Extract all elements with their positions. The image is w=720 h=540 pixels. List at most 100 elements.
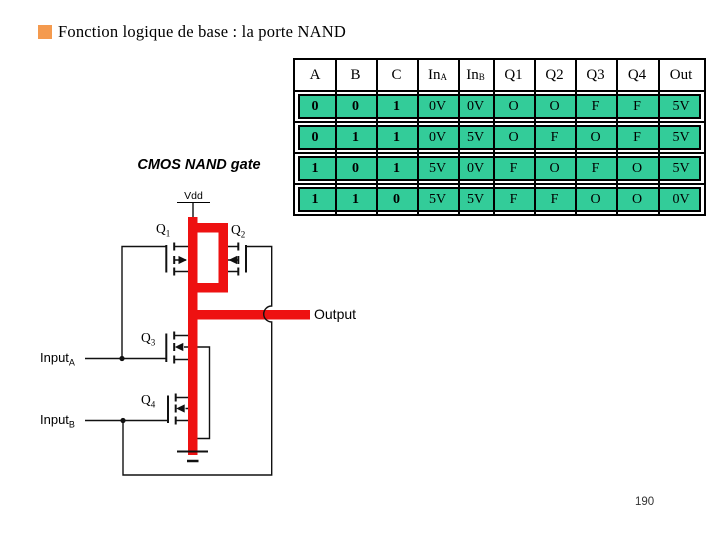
- inputB-label: InputB: [40, 412, 75, 429]
- table-column-line: [335, 60, 337, 214]
- slide-title-row: Fonction logique de base : la porte NAND: [38, 22, 346, 42]
- truth-table-row: 1 0 1 5V 0V F O F O 5V: [295, 152, 704, 183]
- row-highlight-strip: [298, 94, 701, 119]
- signal-wires: [85, 203, 273, 476]
- inputA-sub: A: [68, 357, 75, 368]
- table-column-line: [458, 60, 460, 214]
- q2-arrow: [228, 255, 237, 265]
- truth-table-cell: F: [509, 160, 518, 176]
- header-text: Q2: [545, 66, 564, 83]
- truth-table-cell: 1: [311, 160, 319, 176]
- header-text: Q4: [627, 66, 647, 83]
- truth-table-cell: 5V: [466, 191, 485, 207]
- truth-table-cell: O: [631, 160, 643, 176]
- table-column-line: [376, 60, 378, 214]
- truth-table-cell: O: [590, 129, 601, 145]
- header-text: B: [350, 66, 361, 83]
- transistor-q3: [165, 331, 188, 364]
- truth-table-cell: 0: [311, 98, 319, 114]
- truth-table-cell: 5V: [672, 98, 690, 114]
- truth-table-header-cell: Q3: [575, 60, 616, 90]
- truth-table-header-cell: B: [335, 60, 376, 90]
- truth-table-cell: 1: [352, 191, 359, 207]
- q3-sub: 3: [150, 337, 156, 348]
- truth-table-cell: 0: [352, 160, 359, 176]
- truth-table-cell: O: [549, 160, 560, 176]
- q4-sub: 4: [150, 399, 156, 410]
- table-column-line: [493, 60, 495, 214]
- truth-table-header-cell: A: [295, 60, 335, 90]
- header-text: A: [309, 66, 321, 83]
- inputB-to-q2-wire: [122, 245, 273, 476]
- q1-arrow: [178, 255, 187, 265]
- inputA-label: InputA: [40, 350, 75, 368]
- table-column-line: [417, 60, 419, 214]
- transistor-q2: [228, 242, 247, 276]
- truth-table-cell: 1: [352, 129, 359, 145]
- table-column-line: [575, 60, 577, 214]
- truth-table-header-cell: Q4: [616, 60, 658, 90]
- red-highlight-wires: [188, 217, 310, 455]
- truth-table-cell: O: [508, 129, 519, 145]
- inputB-junction-dot: [120, 417, 126, 424]
- truth-table-cell: 1: [393, 129, 400, 145]
- truth-table-cell: 0V: [466, 160, 485, 176]
- q2-sub: 2: [240, 229, 246, 240]
- truth-table-cell: O: [590, 191, 601, 207]
- truth-table-cell: F: [550, 129, 559, 145]
- truth-table-cell: F: [591, 98, 600, 114]
- q3-arrow: [174, 342, 184, 352]
- ground-icon: [177, 450, 208, 463]
- table-column-line: [616, 60, 618, 214]
- truth-table-row: 1 1 0 5V 5V F F O O 0V: [295, 183, 704, 214]
- slide-title: Fonction logique de base : la porte NAND: [58, 22, 346, 41]
- truth-table-cell: 0V: [466, 98, 485, 114]
- q1-label: Q1: [156, 221, 171, 239]
- inputA-text: Input: [40, 350, 69, 365]
- truth-table-header-cell: Q2: [534, 60, 575, 90]
- truth-table-cell: 5V: [466, 129, 485, 145]
- transistor-q4: [167, 393, 188, 425]
- q2-label: Q2: [231, 222, 246, 240]
- truth-table-cell: 0: [393, 191, 400, 207]
- truth-table-cell: F: [509, 191, 518, 207]
- truth-table-cell: 1: [393, 160, 400, 176]
- truth-table-cell: 1: [311, 191, 319, 207]
- truth-table-cell: F: [550, 191, 559, 207]
- truth-table-cell: 1: [393, 98, 400, 114]
- truth-table-cell: O: [549, 98, 560, 114]
- q1-sub: 1: [165, 228, 171, 239]
- header-text: In: [466, 66, 479, 83]
- truth-table-cell: F: [591, 160, 600, 176]
- truth-table-cell: 0: [352, 98, 359, 114]
- header-text: Out: [669, 66, 693, 83]
- truth-table-cell: 5V: [428, 160, 447, 176]
- q2-text: Q: [231, 222, 241, 237]
- q3-label: Q3: [141, 330, 156, 348]
- table-column-line: [658, 60, 660, 214]
- q4-text: Q: [141, 392, 151, 407]
- truth-table-cell: 0V: [428, 98, 447, 114]
- title-bullet-icon: [38, 25, 52, 39]
- inputA-junction-dot: [119, 355, 125, 362]
- q1-text: Q: [156, 221, 166, 236]
- truth-table-cell: 5V: [672, 160, 690, 176]
- q4-label: Q4: [141, 392, 156, 410]
- truth-table-header-cell: Out: [658, 60, 704, 90]
- vdd-label: Vdd: [177, 190, 210, 203]
- table-column-line: [534, 60, 536, 214]
- q4-arrow: [176, 404, 185, 413]
- truth-table-cell: O: [631, 191, 643, 207]
- truth-table-header-cell: C: [376, 60, 417, 90]
- row-highlight-strip: [298, 125, 701, 150]
- bulk-return-wire: [197, 346, 211, 440]
- circuit-caption: CMOS NAND gate: [137, 157, 261, 173]
- truth-table-cell: F: [633, 129, 641, 145]
- q3-text: Q: [141, 330, 151, 345]
- truth-table-cell: 5V: [672, 129, 690, 145]
- truth-table-cell: 5V: [428, 191, 447, 207]
